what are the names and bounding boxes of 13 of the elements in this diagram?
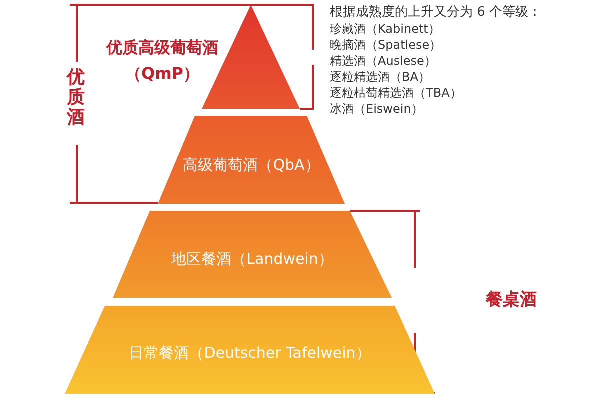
- tier-label: 日常餐酒（Deutscher Tafelwein）: [128, 344, 372, 363]
- grade-item: 冰酒（Eiswein）: [330, 101, 424, 118]
- grade-item: 逐粒精选酒（BA）: [330, 69, 430, 86]
- tier-label: 地区餐酒（Landwein）: [170, 250, 334, 269]
- grade-item: 逐粒枯萄精选酒（TBA）: [330, 85, 462, 102]
- bracket-label: 餐桌酒: [486, 289, 537, 311]
- bracket-label: 优质酒: [67, 68, 85, 128]
- grade-item: 精选酒（Auslese）: [330, 53, 436, 70]
- grade-item: 晚摘酒（Spatlese）: [330, 37, 442, 54]
- grade-item: 珍藏酒（Kabinett）: [330, 21, 440, 38]
- tier-label: 高级葡萄酒（QbA）: [182, 156, 321, 175]
- note-heading: 根据成熟度的上升又分为 6 个等级：: [330, 4, 542, 21]
- tier-label: 优质高级葡萄酒（QmP）: [105, 37, 220, 85]
